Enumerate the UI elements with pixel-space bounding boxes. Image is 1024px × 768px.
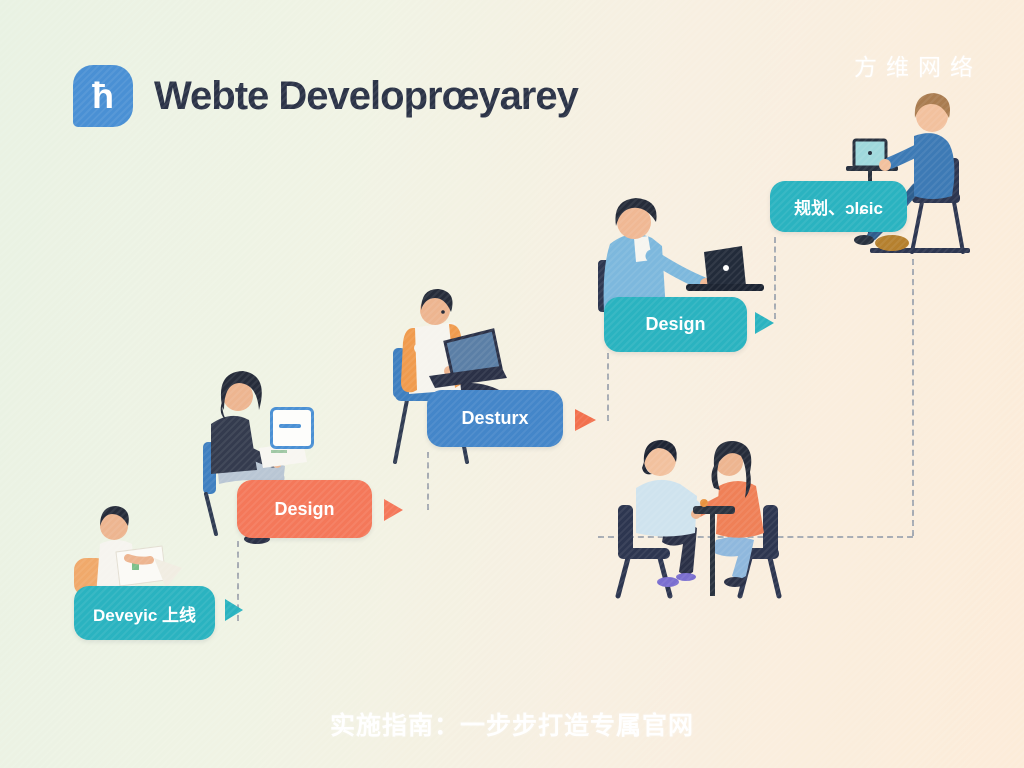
logo: ħ bbox=[73, 65, 133, 127]
illustration-man-typing-laptop bbox=[598, 198, 764, 312]
flow-arrow-design-orange bbox=[384, 499, 403, 521]
dashed-connector-plan-horizontal bbox=[598, 536, 913, 538]
step-label-launch: Deveyic 上线 bbox=[93, 605, 196, 625]
dashed-connector-desturx-to-design bbox=[607, 353, 609, 421]
illustration-meeting-table bbox=[615, 440, 782, 599]
logo-glyph: ħ bbox=[92, 75, 114, 116]
step-label-plan: 规划、ɔlɕic bbox=[794, 199, 883, 218]
flow-arrow-launch bbox=[225, 599, 243, 621]
step-box-design-teal: Design bbox=[604, 297, 747, 352]
flow-arrow-desturx bbox=[575, 409, 596, 431]
caption-text: 实施指南：一步步打造专属官网 bbox=[329, 712, 694, 740]
page-title: Webte Developrœyarey bbox=[154, 74, 579, 118]
illustration-person-reading bbox=[74, 506, 182, 596]
illustration-man-standing-desk bbox=[846, 93, 970, 254]
browser-window-icon bbox=[270, 407, 314, 449]
dashed-connector-launch-to-design bbox=[237, 541, 239, 621]
illustration-woman-with-paper bbox=[203, 371, 307, 544]
brand-watermark: 方维网络 bbox=[854, 54, 982, 80]
step-label-design-orange: Design bbox=[274, 498, 335, 519]
step-box-plan: 规划、ɔlɕic bbox=[770, 181, 907, 232]
dashed-connector-design-to-plan bbox=[774, 237, 776, 319]
step-label-design-teal: Design bbox=[645, 314, 706, 334]
step-box-desturx: Desturx bbox=[427, 390, 563, 447]
step-box-design-orange: Design bbox=[237, 480, 372, 538]
step-box-launch: Deveyic 上线 bbox=[74, 586, 215, 640]
step-label-desturx: Desturx bbox=[461, 408, 529, 428]
flow-arrow-design-teal bbox=[755, 312, 774, 334]
dashed-connector-design-to-desturx bbox=[427, 452, 429, 510]
dashed-connector-plan-vertical bbox=[912, 259, 914, 536]
